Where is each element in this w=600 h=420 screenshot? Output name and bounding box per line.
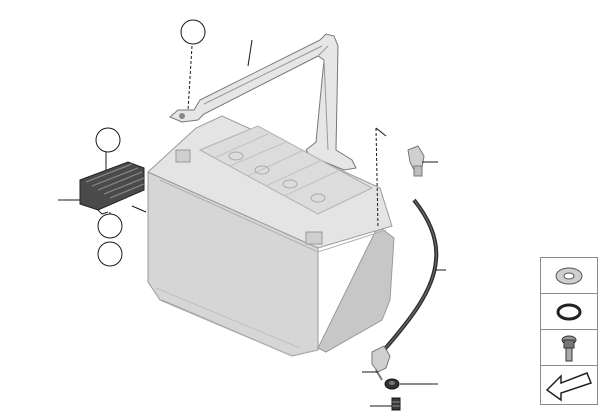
battery-vent-cover — [79, 161, 145, 215]
fastener-legend-panel — [540, 257, 598, 405]
vent-hose — [382, 198, 439, 352]
legend-screw — [541, 330, 597, 366]
arrow-left-icon — [545, 372, 592, 402]
hose-bottom-connector — [371, 345, 391, 381]
callout-circle — [95, 127, 121, 153]
o-ring-seal-icon — [556, 303, 582, 321]
hose-elbow-connector — [407, 145, 425, 177]
battery — [147, 115, 395, 357]
callout-circle — [97, 241, 123, 267]
hold-down-bracket — [169, 33, 357, 171]
callout-circle — [97, 213, 123, 239]
hose-grommet — [384, 378, 400, 390]
callout-circles — [95, 19, 206, 267]
hose-plug — [391, 397, 401, 411]
washer-icon — [555, 267, 583, 285]
leader-lines — [58, 39, 446, 407]
legend-o-ring — [541, 294, 597, 330]
callout-circle — [180, 19, 206, 45]
screw-bolt-icon — [561, 335, 577, 362]
legend-arrow — [541, 366, 597, 404]
legend-washer — [541, 258, 597, 294]
